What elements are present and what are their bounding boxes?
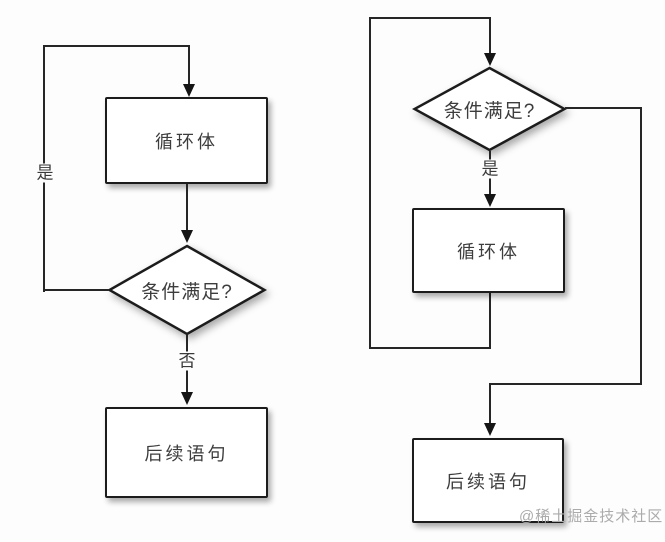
arrow-down-icon: [181, 392, 193, 405]
arrow-down-icon: [181, 230, 193, 243]
no-edge-label: 否: [176, 351, 198, 371]
connector-line: [489, 383, 491, 425]
next-statement-label: 后续语句: [144, 443, 229, 464]
arrow-down-icon: [183, 84, 195, 97]
condition-diamond: 条件满足?: [412, 66, 567, 152]
connector-line: [43, 45, 190, 47]
arrow-down-icon: [484, 53, 496, 66]
connector-line: [188, 45, 190, 87]
next-statement-label: 后续语句: [446, 471, 530, 492]
diamond-shape-icon: [412, 66, 567, 152]
yes-edge-label: 是: [479, 159, 501, 179]
connector-line: [565, 107, 642, 109]
next-statement-box: 后续语句: [412, 438, 564, 523]
connector-line: [369, 17, 371, 349]
yes-edge-label: 是: [34, 163, 56, 183]
arrow-down-icon: [484, 423, 496, 436]
loop-body-box: 循环体: [105, 97, 268, 184]
connector-line: [369, 347, 491, 349]
connector-line: [640, 107, 642, 385]
connector-line: [489, 293, 491, 349]
condition-diamond: 条件满足?: [107, 244, 267, 336]
diamond-shape-icon: [107, 244, 267, 336]
connector-line: [369, 17, 491, 19]
condition-label: 条件满足?: [141, 281, 233, 303]
condition-label: 条件满足?: [443, 100, 536, 122]
next-statement-box: 后续语句: [105, 407, 268, 498]
loop-body-label: 循环体: [457, 241, 520, 262]
connector-line: [43, 289, 109, 291]
connector-line: [186, 184, 188, 232]
loop-body-box: 循环体: [412, 208, 565, 293]
connector-line: [489, 383, 642, 385]
connector-line: [489, 17, 491, 55]
watermark: @稀土掘金技术社区: [519, 508, 664, 525]
loop-body-label: 循环体: [155, 131, 218, 152]
arrow-down-icon: [484, 194, 496, 207]
